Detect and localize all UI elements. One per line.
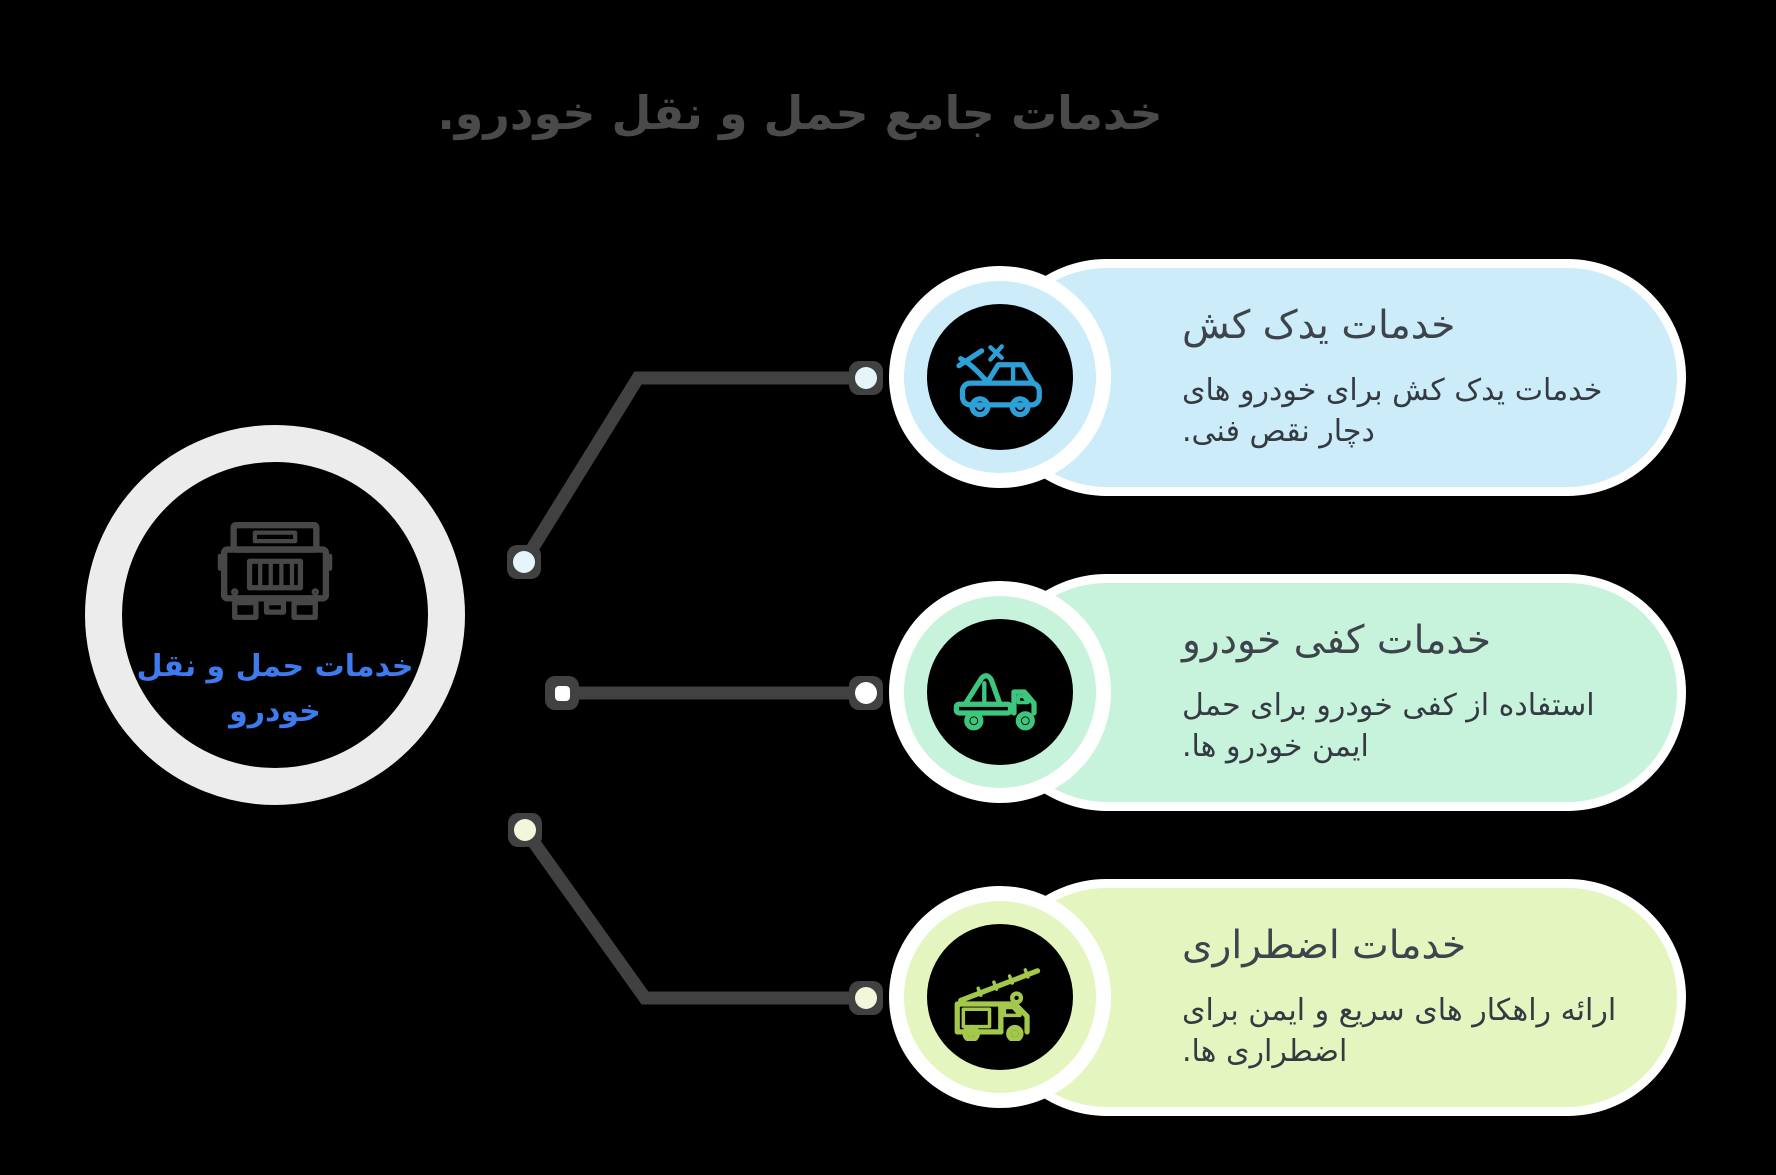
endpoint-card-top xyxy=(849,361,883,395)
endpoint-dot xyxy=(513,551,535,573)
card-description: خدمات یدک کش برای خودرو های دچار نقص فنی… xyxy=(1182,372,1603,449)
connector-bottom xyxy=(519,826,866,1005)
endpoint-hub-top xyxy=(507,545,541,579)
page-title: خدمات جامع حمل و نقل خودرو. xyxy=(437,86,1163,140)
connector-group xyxy=(518,371,866,1005)
endpoint-card-bottom xyxy=(849,981,883,1015)
truck-front-icon xyxy=(217,522,333,621)
ring-disc xyxy=(927,304,1073,450)
endpoint-dot xyxy=(855,682,877,704)
service-card-towing: خدمات یدک کش خدمات یدک کش برای خودرو های… xyxy=(988,259,1686,496)
card-icon-ring-flatbed xyxy=(889,581,1111,803)
endpoint-dot xyxy=(855,367,877,389)
flatbed-tow-truck-icon xyxy=(953,673,1037,731)
card-body: خدمات کفی خودرو استفاده از کفی خودرو برا… xyxy=(1182,618,1635,768)
central-node: خدمات حمل و نقل خودرو xyxy=(85,425,465,805)
card-title: خدمات کفی خودرو xyxy=(1182,617,1491,663)
endpoint-card-middle xyxy=(849,676,883,710)
ring-color xyxy=(904,596,1096,788)
card-body: خدمات یدک کش خدمات یدک کش برای خودرو های… xyxy=(1182,303,1635,453)
card-icon-ring-emergency xyxy=(889,886,1111,1108)
endpoint-dot xyxy=(855,987,877,1009)
card-description: ارائه راهکار های سریع و ایمن برای اضطرار… xyxy=(1182,992,1617,1069)
endpoint-hub-bottom xyxy=(508,813,542,847)
card-icon-ring-towing xyxy=(889,266,1111,488)
car-open-hood-icon xyxy=(956,344,1042,418)
ring-color xyxy=(904,901,1096,1093)
ring-color xyxy=(904,281,1096,473)
ladder-truck-icon xyxy=(954,968,1041,1041)
central-label-line1: خدمات حمل و نقل xyxy=(136,649,414,684)
truck-front-icon-shapes xyxy=(217,522,333,621)
flatbed-tow-truck-icon-shapes xyxy=(953,673,1037,731)
card-title: خدمات اضطراری xyxy=(1182,922,1467,968)
card-body: خدمات اضطراری ارائه راهکار های سریع و ای… xyxy=(1182,923,1635,1073)
endpoint-dot xyxy=(514,819,536,841)
card-title: خدمات یدک کش xyxy=(1182,302,1456,348)
central-label-line2: خودرو xyxy=(229,694,321,729)
ring-disc xyxy=(927,619,1073,765)
endpoint-hub-middle xyxy=(545,676,579,710)
endpoint-square xyxy=(554,685,570,701)
ring-disc xyxy=(927,924,1073,1070)
car-open-hood-icon-shapes xyxy=(956,344,1042,418)
card-description: استفاده از کفی خودرو برای حمل ایمن خودرو… xyxy=(1182,687,1595,764)
connector-top xyxy=(518,371,866,566)
ladder-truck-icon-shapes xyxy=(954,968,1041,1041)
central-node-label: خدمات حمل و نقل خودرو xyxy=(136,644,413,734)
